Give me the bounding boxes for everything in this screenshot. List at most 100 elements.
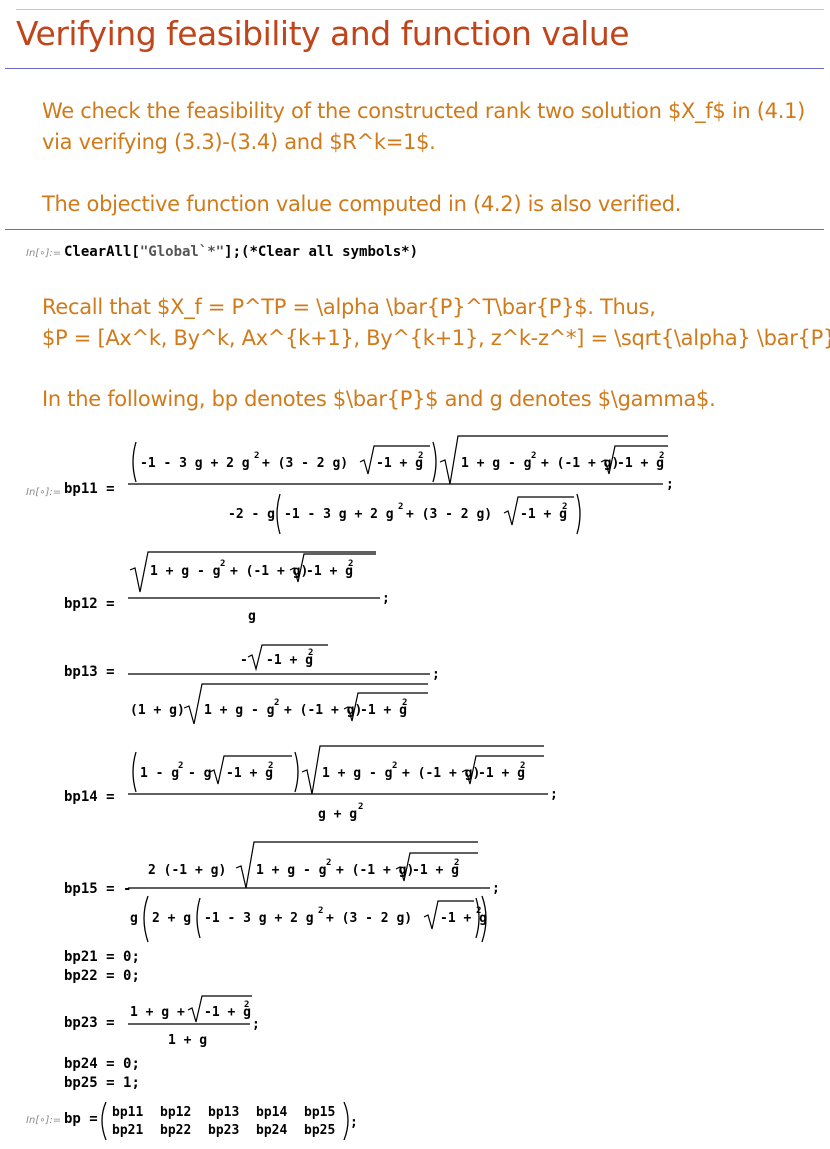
bp23-lhs[interactable]: bp23 =	[64, 1015, 115, 1031]
svg-text:bp15: bp15	[304, 1105, 335, 1120]
bp21-def[interactable]: bp21 = 0;	[64, 949, 140, 965]
bp13-name: bp13	[64, 664, 98, 680]
bp11-expression[interactable]: -1 - 3 g + 2 g 2 + (3 - 2 g) -1 + g 2 1 …	[128, 432, 688, 542]
clearall-fn: ClearAll[	[64, 244, 140, 260]
svg-text:+ (-1 + g): + (-1 + g)	[336, 863, 414, 878]
svg-text:2: 2	[562, 502, 567, 512]
svg-text:bp22: bp22	[160, 1123, 191, 1138]
svg-text:2: 2	[308, 648, 313, 658]
svg-text:-1 + g: -1 + g	[617, 456, 664, 471]
matrix-row-2: bp21 bp22 bp23 bp24 bp25	[112, 1123, 335, 1138]
svg-text:bp21: bp21	[112, 1123, 143, 1138]
cell-separator	[5, 229, 824, 230]
section-title: Verifying feasibility and function value	[16, 14, 630, 53]
svg-text:1 + g: 1 + g	[168, 1033, 207, 1048]
svg-text:2: 2	[244, 1000, 249, 1010]
svg-text:g: g	[248, 609, 256, 624]
svg-text:-: -	[240, 653, 248, 668]
bp-name: bp	[64, 1111, 81, 1127]
recall-line-3: In the following, bp denotes $\bar{P}$ a…	[42, 387, 716, 411]
input-label: In[∘]:=	[26, 1115, 62, 1126]
svg-text:+ (-1 + g): + (-1 + g)	[541, 456, 619, 471]
recall-line-1: Recall that $X_f = P^TP = \alpha \bar{P}…	[42, 295, 656, 319]
bp24-def[interactable]: bp24 = 0;	[64, 1056, 140, 1072]
bp13-expression[interactable]: - -1 + g 2 ; (1 + g) 1 + g - g 2 + (-1 +…	[128, 642, 448, 726]
bp14-name: bp14	[64, 789, 98, 805]
svg-text:-1 + g: -1 + g	[266, 653, 313, 668]
bp23-expression[interactable]: 1 + g + -1 + g 2 ; 1 + g	[128, 990, 288, 1052]
svg-text:bp11: bp11	[112, 1105, 143, 1120]
svg-text:;: ;	[382, 591, 390, 606]
svg-text:2: 2	[348, 559, 353, 569]
svg-text:1 + g - g: 1 + g - g	[461, 456, 531, 471]
svg-text:2: 2	[402, 698, 407, 708]
svg-text:2: 2	[454, 858, 459, 868]
svg-text:1 + g - g: 1 + g - g	[256, 863, 326, 878]
svg-text:2: 2	[358, 802, 363, 812]
svg-text:+ (3 - 2 g): + (3 - 2 g)	[406, 507, 492, 522]
bp14-expression[interactable]: 1 - g 2 - g -1 + g 2 1 + g - g 2 + (-1 +…	[128, 742, 568, 824]
svg-text:1 + g - g: 1 + g - g	[150, 564, 220, 579]
svg-text:bp23: bp23	[208, 1123, 239, 1138]
svg-text:-1 + g: -1 + g	[520, 507, 567, 522]
svg-text:2: 2	[398, 502, 403, 512]
svg-text:g + g: g + g	[318, 807, 357, 822]
bp-matrix[interactable]: bp11 bp12 bp13 bp14 bp15 bp21 bp22 bp23 …	[98, 1100, 358, 1142]
bp15-expression[interactable]: 2 (-1 + g) 1 + g - g 2 + (-1 + g) -1 + g…	[128, 836, 508, 946]
svg-text:bp14: bp14	[256, 1105, 287, 1120]
bp22-def[interactable]: bp22 = 0;	[64, 968, 140, 984]
num-term: -1 - 3 g + 2 g	[140, 456, 250, 471]
svg-text:-1 + g: -1 + g	[360, 703, 407, 718]
svg-text:+ (3 - 2 g): + (3 - 2 g)	[326, 911, 412, 926]
bp12-lhs[interactable]: bp12 =	[64, 596, 115, 612]
svg-text:bp13: bp13	[208, 1105, 239, 1120]
svg-text:+ (-1 + g): + (-1 + g)	[402, 766, 480, 781]
input-label: In[∘]:=	[26, 248, 62, 259]
svg-text:;: ;	[550, 787, 558, 802]
intro-line-1: We check the feasibility of the construc…	[42, 99, 806, 123]
bp11-lhs[interactable]: bp11 =	[64, 481, 115, 497]
svg-text:;: ;	[252, 1017, 260, 1032]
title-underline	[5, 68, 824, 69]
svg-text:2: 2	[531, 451, 536, 461]
svg-text:-1 + g: -1 + g	[306, 564, 353, 579]
clearall-close: ];	[224, 244, 242, 260]
svg-text:-1 + g: -1 + g	[412, 863, 459, 878]
svg-text:-1 + g: -1 + g	[204, 1005, 251, 1020]
svg-text:2: 2	[392, 761, 397, 771]
svg-text:-1 + g: -1 + g	[478, 766, 525, 781]
bp11-name: bp11	[64, 481, 98, 497]
svg-text:(1 + g): (1 + g)	[130, 703, 185, 718]
clearall-comment: (*Clear all symbols*)	[241, 244, 419, 260]
input-label: In[∘]:=	[26, 487, 62, 498]
bp14-lhs[interactable]: bp14 =	[64, 789, 115, 805]
svg-text:-1 - 3 g + 2 g: -1 - 3 g + 2 g	[204, 911, 314, 926]
clearall-cell[interactable]: ClearAll["Global`*"];(*Clear all symbols…	[64, 244, 418, 260]
svg-text:;: ;	[350, 1115, 358, 1130]
intro-line-2: via verifying (3.3)-(3.4) and $R^k=1$.	[42, 130, 436, 154]
matrix-row-1: bp11 bp12 bp13 bp14 bp15	[112, 1105, 335, 1120]
bp15-lhs[interactable]: bp15 = -	[64, 881, 132, 897]
recall-line-2: $P = [Ax^k, By^k, Ax^{k+1}, By^{k+1}, z^…	[42, 326, 830, 350]
svg-text:;: ;	[432, 667, 440, 682]
bp12-expression[interactable]: 1 + g - g 2 + (-1 + g) -1 + g 2 ; g	[128, 548, 428, 630]
bp13-lhs[interactable]: bp13 =	[64, 664, 115, 680]
clearall-arg: "Global`*"	[139, 244, 225, 260]
svg-text:1 + g - g: 1 + g - g	[322, 766, 392, 781]
svg-text:+ (-1 + g): + (-1 + g)	[284, 703, 362, 718]
svg-text:2: 2	[659, 451, 664, 461]
svg-text:1 + g +: 1 + g +	[130, 1005, 185, 1020]
svg-text:;: ;	[492, 881, 500, 896]
svg-text:1 - g: 1 - g	[140, 766, 179, 781]
bp12-name: bp12	[64, 596, 98, 612]
bp11-eq: =	[106, 481, 115, 497]
bp25-def[interactable]: bp25 = 1;	[64, 1075, 140, 1091]
svg-text:bp12: bp12	[160, 1105, 191, 1120]
svg-text:-1 + g: -1 + g	[440, 911, 487, 926]
bp-matrix-lhs[interactable]: bp =	[64, 1111, 98, 1127]
svg-text:-2 - g: -2 - g	[228, 507, 275, 522]
svg-text:2: 2	[520, 761, 525, 771]
svg-text:2: 2	[220, 559, 225, 569]
svg-text:+ (-1 + g): + (-1 + g)	[230, 564, 308, 579]
svg-text:bp24: bp24	[256, 1123, 287, 1138]
